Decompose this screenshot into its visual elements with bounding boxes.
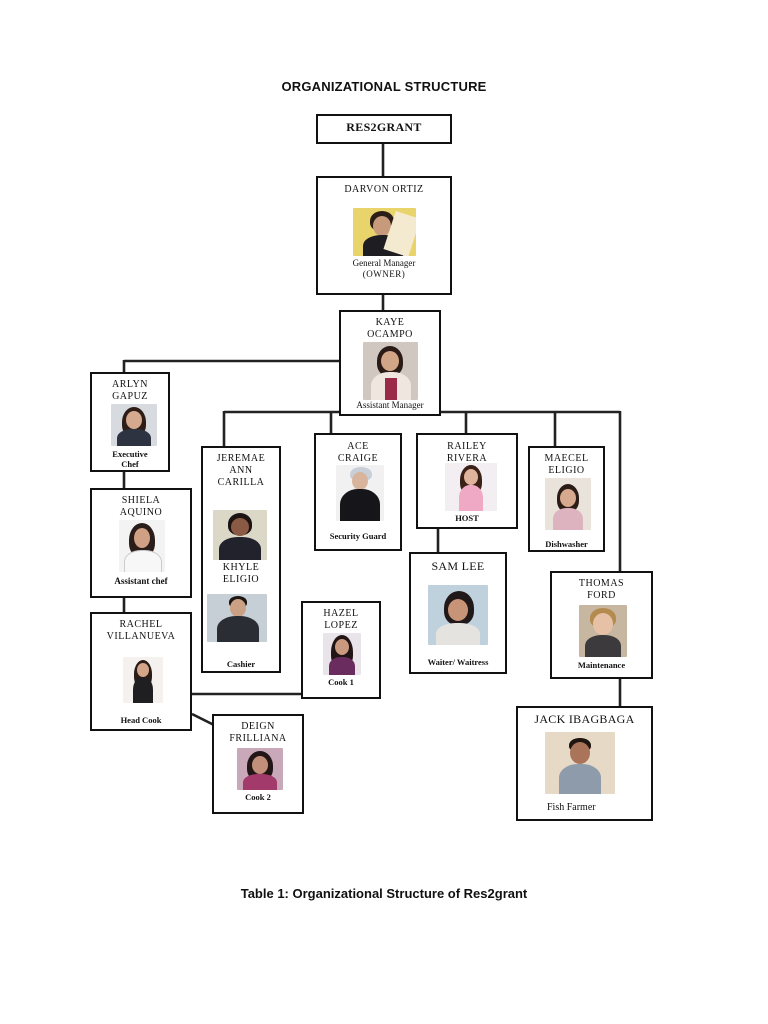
node-name: JEREMAE — [216, 453, 266, 464]
node-role: Cashier — [226, 659, 256, 669]
node-name: GAPUZ — [112, 391, 148, 402]
node-name: ELIGIO — [222, 574, 260, 585]
person-photo-icon — [579, 605, 627, 657]
node-role: Executive — [112, 449, 148, 459]
org-node-dishwasher: MAECEL ELIGIO Dishwasher — [528, 446, 605, 552]
document-title: ORGANIZATIONAL STRUCTURE — [281, 79, 487, 94]
node-name: MAECEL — [544, 453, 589, 464]
node-role: Assistant chef — [114, 576, 168, 586]
person-photo-icon — [111, 404, 157, 446]
node-role: Dishwasher — [545, 539, 588, 549]
person-photo-icon — [336, 465, 384, 521]
node-name: SAM LEE — [431, 559, 485, 573]
node-name: OCAMPO — [367, 329, 413, 340]
org-node-assistant-manager: KAYE OCAMPO Assistant Manager — [339, 310, 441, 416]
org-node-cashier: JEREMAE ANN CARILLA KHYLE ELIGIO Cashier — [201, 446, 281, 673]
node-name: FORD — [587, 590, 616, 601]
person-photo-icon — [237, 748, 283, 790]
person-photo-icon — [428, 585, 488, 645]
node-role: HOST — [455, 513, 479, 523]
person-photo-icon — [545, 478, 591, 530]
org-node-waiter: SAM LEE Waiter/ Waitress — [409, 552, 507, 674]
org-node-cook-2: DEIGN FRILLIANA Cook 2 — [212, 714, 304, 814]
node-name: ARLYN — [112, 379, 148, 390]
node-name: DEIGN — [241, 721, 275, 732]
node-name: CARILLA — [217, 477, 265, 488]
node-name: KAYE — [375, 317, 405, 328]
person-photo-icon — [545, 732, 615, 794]
org-node-executive-chef: ARLYN GAPUZ Executive Chef — [90, 372, 170, 472]
node-role: Cook 2 — [245, 792, 271, 802]
node-name: RAILEY — [447, 441, 487, 452]
figure-caption: Table 1: Organizational Structure of Res… — [240, 886, 528, 901]
node-name: ACE — [347, 441, 369, 452]
node-role: Fish Farmer — [547, 802, 596, 813]
node-role: Cook 1 — [328, 677, 354, 687]
node-name: VILLANUEVA — [106, 631, 176, 642]
node-role: (OWNER) — [362, 269, 406, 279]
org-node-maintenance: THOMAS FORD Maintenance — [550, 571, 653, 679]
person-photo-icon — [123, 657, 163, 703]
node-role: Waiter/ Waitress — [427, 657, 489, 667]
node-role: General Manager — [352, 258, 416, 268]
person-photo-icon — [213, 510, 267, 560]
node-name: HAZEL — [323, 608, 359, 619]
org-node-head-cook: RACHEL VILLANUEVA Head Cook — [90, 612, 192, 731]
org-node-security-guard: ACE CRAIGE Security Guard — [314, 433, 402, 551]
node-name: THOMAS — [578, 578, 625, 589]
node-name: DARVON ORTIZ — [344, 184, 424, 195]
node-name: RACHEL — [119, 619, 163, 630]
company-name: RES2GRANT — [346, 120, 422, 134]
node-role: Assistant Manager — [356, 400, 424, 410]
org-node-cook-1: HAZEL LOPEZ Cook 1 — [301, 601, 381, 699]
node-role: Maintenance — [577, 660, 626, 670]
node-name: FRILLIANA — [229, 733, 287, 744]
node-name: KHYLE — [222, 562, 260, 573]
person-photo-icon — [119, 520, 165, 572]
node-name: ANN — [229, 465, 253, 476]
node-name: CRAIGE — [337, 453, 379, 464]
node-name: JACK IBAGBAGA — [534, 712, 635, 726]
node-role: Chef — [121, 459, 139, 469]
org-node-general-manager: DARVON ORTIZ General Manager (OWNER) — [316, 176, 452, 295]
node-name: SHIELA — [121, 495, 161, 506]
company-box: RES2GRANT — [316, 114, 452, 144]
node-role: Head Cook — [120, 715, 162, 725]
node-name: RIVERA — [446, 453, 488, 464]
node-role: Security Guard — [329, 531, 387, 541]
node-name: LOPEZ — [324, 620, 358, 631]
person-photo-icon — [445, 463, 497, 511]
connector-line — [191, 712, 215, 727]
person-photo-icon — [207, 594, 267, 642]
org-node-fish-farmer: JACK IBAGBAGA Fish Farmer — [516, 706, 653, 821]
org-node-host: RAILEY RIVERA HOST — [416, 433, 518, 529]
node-name: ELIGIO — [548, 465, 585, 476]
person-photo-icon — [323, 633, 361, 675]
node-name: AQUINO — [119, 507, 163, 518]
person-photo-icon — [363, 342, 418, 400]
person-photo-icon — [353, 208, 416, 256]
org-node-assistant-chef: SHIELA AQUINO Assistant chef — [90, 488, 192, 598]
